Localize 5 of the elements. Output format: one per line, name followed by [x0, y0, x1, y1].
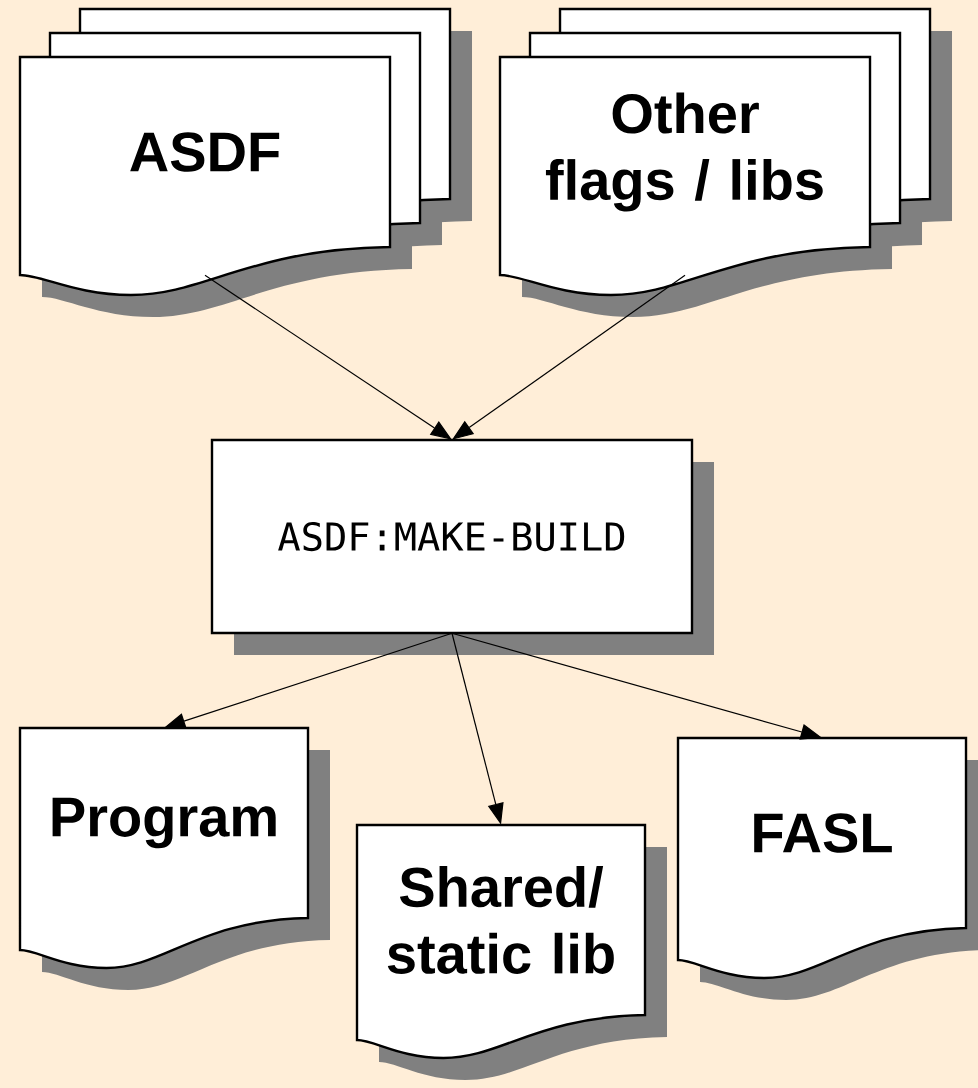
arrow	[452, 274, 686, 440]
document-stack: ASDF	[18, 7, 472, 317]
document-stack: Other flags / libs	[498, 7, 952, 317]
process-box: ASDF:MAKE-BUILD	[210, 438, 714, 655]
arrow	[204, 274, 452, 440]
